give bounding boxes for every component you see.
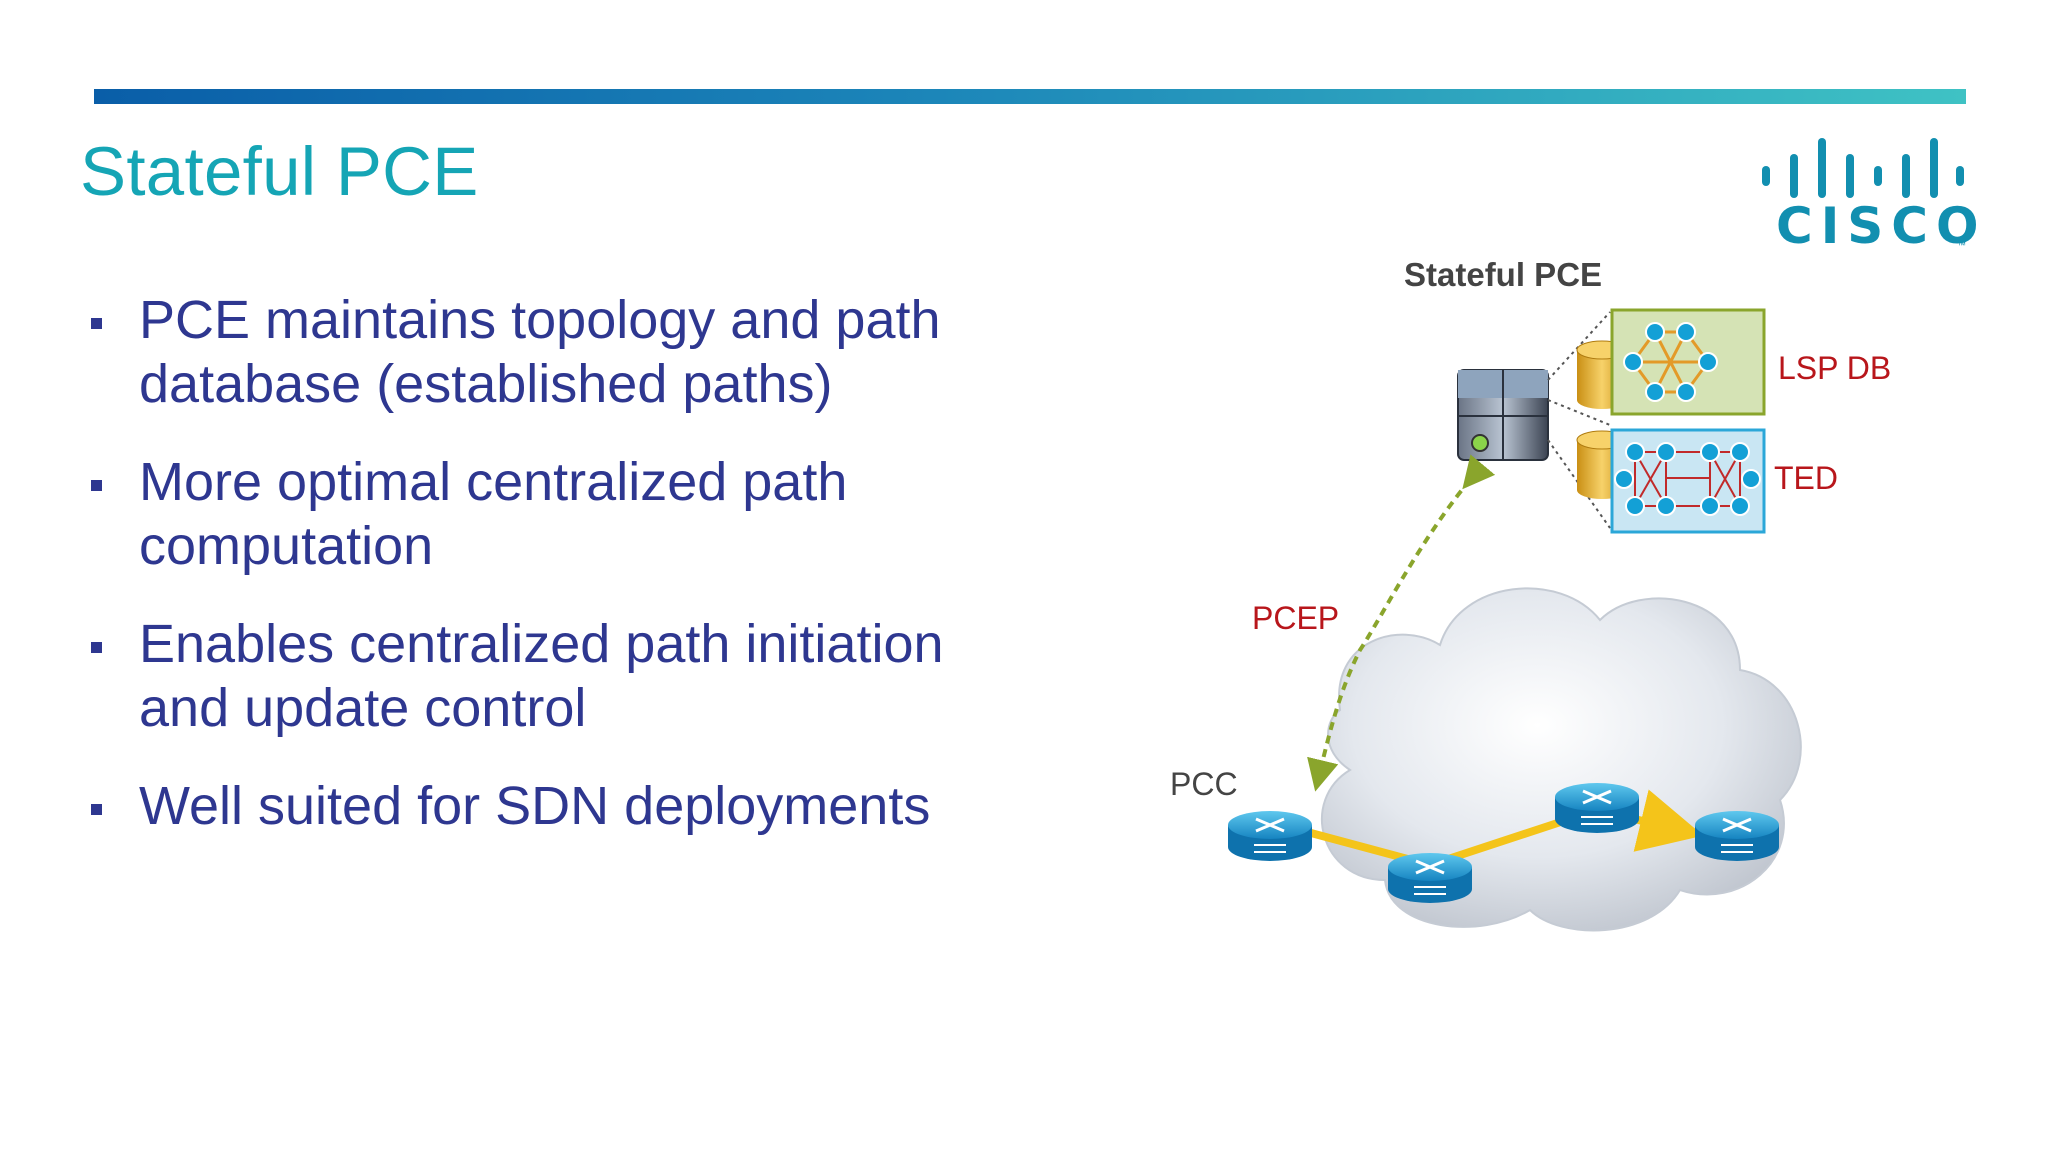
bullet-square-icon	[91, 642, 102, 653]
bullet-list: PCE maintains topology and path database…	[85, 288, 1045, 872]
header-gradient-bar	[94, 89, 1966, 104]
pce-server-icon	[1457, 369, 1549, 461]
bullet-square-icon	[91, 480, 102, 491]
router-icon	[1695, 811, 1779, 861]
bullet-item: Enables centralized path initiation and …	[85, 612, 1045, 740]
stateful-pce-label: Stateful PCE	[1404, 256, 1603, 293]
pcep-arrow	[1307, 454, 1496, 792]
cisco-logo-icon	[1762, 138, 1964, 198]
router-icon	[1388, 853, 1472, 903]
lsp-db-panel	[1610, 308, 1766, 416]
bullet-square-icon	[91, 804, 102, 815]
pcep-label: PCEP	[1252, 600, 1340, 636]
slide-title: Stateful PCE	[80, 133, 479, 210]
pcc-label: PCC	[1170, 766, 1238, 802]
router-icon	[1555, 783, 1639, 833]
ted-panel	[1610, 428, 1766, 534]
bullet-item: Well suited for SDN deployments	[85, 774, 1045, 838]
bullet-square-icon	[91, 318, 102, 329]
pce-diagram	[1228, 308, 1802, 932]
bullet-item: PCE maintains topology and path database…	[85, 288, 1045, 416]
cisco-logo-word: CISCO	[1776, 197, 1987, 255]
router-icon	[1228, 811, 1312, 861]
bullet-item: More optimal centralized path computatio…	[85, 450, 1045, 578]
lsp-db-label: LSP DB	[1778, 350, 1892, 386]
ted-label: TED	[1774, 460, 1838, 496]
trademark-mark: ™	[1957, 240, 1966, 250]
